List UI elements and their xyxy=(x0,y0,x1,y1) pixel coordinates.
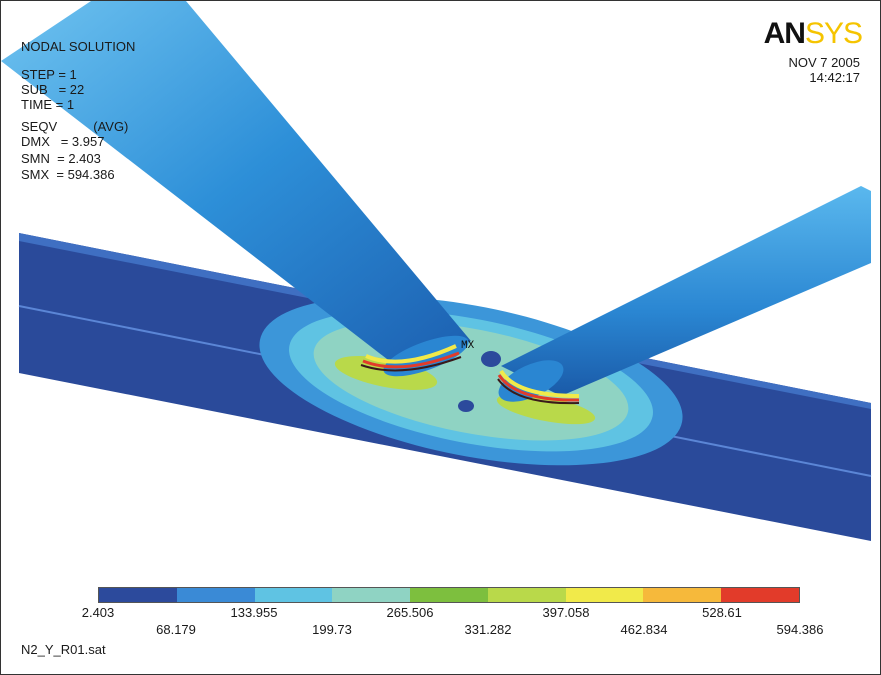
legend-band xyxy=(643,588,722,602)
model-filename: N2_Y_R01.sat xyxy=(21,642,106,657)
ansys-logo: ANSYS xyxy=(763,17,863,50)
date-line: NOV 7 2005 xyxy=(788,55,860,70)
legend-label: 133.955 xyxy=(230,605,278,620)
legend-band xyxy=(565,588,644,602)
time-value: TIME = 1 xyxy=(21,97,75,112)
legend-label: 265.506 xyxy=(386,605,434,620)
sub-value: SUB = 22 xyxy=(21,82,85,97)
left-brace-member xyxy=(1,1,471,377)
legend-band xyxy=(99,588,177,602)
smn-value: SMN = 2.403 xyxy=(21,151,101,166)
legend-band xyxy=(176,588,255,602)
legend-band xyxy=(254,588,333,602)
legend-label: 2.403 xyxy=(81,605,115,620)
right-brace-member xyxy=(497,186,871,405)
legend-band xyxy=(721,588,800,602)
max-stress-marker: MX xyxy=(461,340,475,352)
legend-label: 397.058 xyxy=(542,605,590,620)
date-stamp: NOV 7 2005 14:42:17 xyxy=(788,55,860,85)
legend-label: 68.179 xyxy=(156,622,196,637)
dmx-value: DMX = 3.957 xyxy=(21,134,105,149)
legend-label: 528.61 xyxy=(702,605,742,620)
step-value: STEP = 1 xyxy=(21,67,77,82)
legend-band xyxy=(332,588,411,602)
seqv-label: SEQV (AVG) xyxy=(21,119,129,134)
legend-label: 331.282 xyxy=(464,622,512,637)
legend-label: 594.386 xyxy=(776,622,824,637)
legend-label: 199.73 xyxy=(312,622,352,637)
smx-value: SMX = 594.386 xyxy=(21,167,115,182)
contour-legend-bar xyxy=(98,587,800,603)
legend-label: 462.834 xyxy=(620,622,668,637)
legend-band xyxy=(410,588,488,602)
time-line: 14:42:17 xyxy=(809,70,860,85)
legend-band xyxy=(487,588,566,602)
plot-title: NODAL SOLUTION xyxy=(21,39,136,54)
